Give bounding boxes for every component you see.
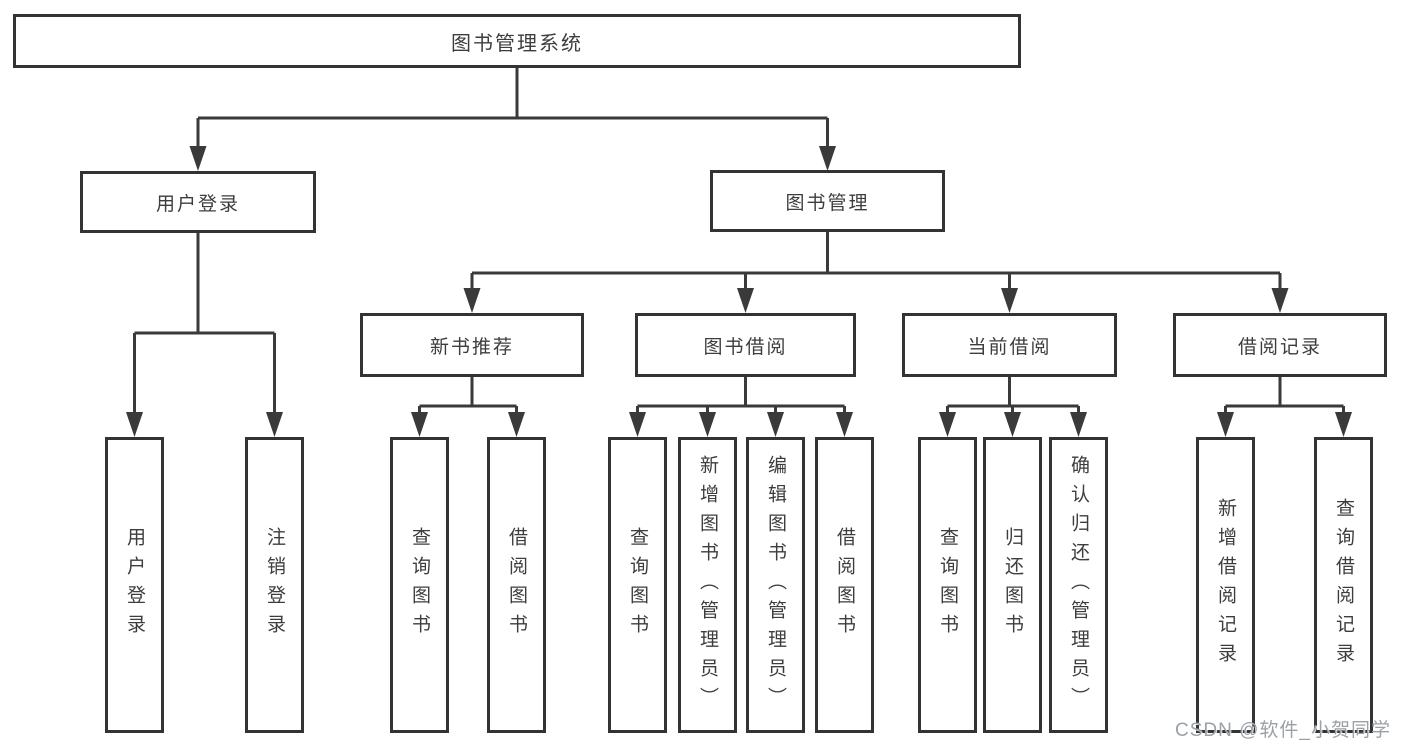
arrowhead-icon bbox=[629, 412, 646, 437]
arrowhead-icon bbox=[1004, 412, 1021, 437]
leaf-label: 查询图书 bbox=[409, 527, 430, 643]
node-current-borrow: 当前借阅 bbox=[902, 313, 1117, 377]
arrowhead-icon bbox=[266, 412, 283, 437]
leaf-label: 归还图书 bbox=[1002, 527, 1023, 643]
leaf-label: 编辑图书（管理员） bbox=[765, 454, 786, 716]
arrowhead-icon bbox=[1070, 412, 1087, 437]
leaf-query-books-1: 查询图书 bbox=[390, 437, 449, 733]
arrowhead-icon bbox=[189, 146, 207, 171]
leaf-confirm-return-admin: 确认归还（管理员） bbox=[1049, 437, 1108, 733]
arrowhead-icon bbox=[508, 412, 525, 437]
node-book-borrow: 图书借阅 bbox=[635, 313, 856, 377]
arrowhead-icon bbox=[737, 288, 754, 313]
leaf-query-borrow-record: 查询借阅记录 bbox=[1314, 437, 1373, 733]
node-book-management: 图书管理 bbox=[710, 170, 945, 232]
leaf-user-login: 用户登录 bbox=[105, 437, 164, 733]
leaf-label: 新增借阅记录 bbox=[1215, 498, 1236, 672]
node-borrow-records: 借阅记录 bbox=[1173, 313, 1387, 377]
arrowhead-icon bbox=[1001, 288, 1018, 313]
arrowhead-icon bbox=[463, 288, 481, 313]
leaf-logout: 注销登录 bbox=[245, 437, 304, 733]
leaf-borrow-books-1: 借阅图书 bbox=[487, 437, 546, 733]
node-root-library-system: 图书管理系统 bbox=[13, 14, 1021, 68]
arrowhead-icon bbox=[411, 412, 428, 437]
leaf-query-books-2: 查询图书 bbox=[608, 437, 667, 733]
arrowhead-icon bbox=[1335, 412, 1352, 437]
arrowhead-icon bbox=[836, 412, 853, 437]
leaf-label: 用户登录 bbox=[124, 527, 145, 643]
arrowhead-icon bbox=[1217, 412, 1234, 437]
arrowhead-icon bbox=[819, 146, 836, 171]
leaf-label: 借阅图书 bbox=[834, 527, 855, 643]
leaf-label: 借阅图书 bbox=[506, 527, 527, 643]
leaf-label: 查询借阅记录 bbox=[1333, 498, 1354, 672]
arrowhead-icon bbox=[939, 412, 956, 437]
leaf-label: 注销登录 bbox=[264, 527, 285, 643]
watermark: CSDN @软件_小贺同学 bbox=[1175, 720, 1391, 741]
leaf-return-books: 归还图书 bbox=[983, 437, 1042, 733]
leaf-label: 确认归还（管理员） bbox=[1068, 454, 1089, 716]
arrowhead-icon bbox=[767, 412, 784, 437]
node-user-login: 用户登录 bbox=[80, 171, 316, 233]
leaf-label: 查询图书 bbox=[627, 527, 648, 643]
leaf-label: 查询图书 bbox=[937, 527, 958, 643]
arrowhead-icon bbox=[1271, 288, 1289, 313]
leaf-add-books-admin: 新增图书（管理员） bbox=[678, 437, 737, 733]
leaf-add-borrow-record: 新增借阅记录 bbox=[1196, 437, 1255, 733]
leaf-borrow-books-2: 借阅图书 bbox=[815, 437, 874, 733]
node-new-book-recommend: 新书推荐 bbox=[360, 313, 584, 377]
leaf-edit-books-admin: 编辑图书（管理员） bbox=[746, 437, 805, 733]
leaf-query-books-3: 查询图书 bbox=[918, 437, 977, 733]
leaf-label: 新增图书（管理员） bbox=[697, 454, 718, 716]
arrowhead-icon bbox=[699, 412, 716, 437]
arrowhead-icon bbox=[126, 412, 143, 437]
